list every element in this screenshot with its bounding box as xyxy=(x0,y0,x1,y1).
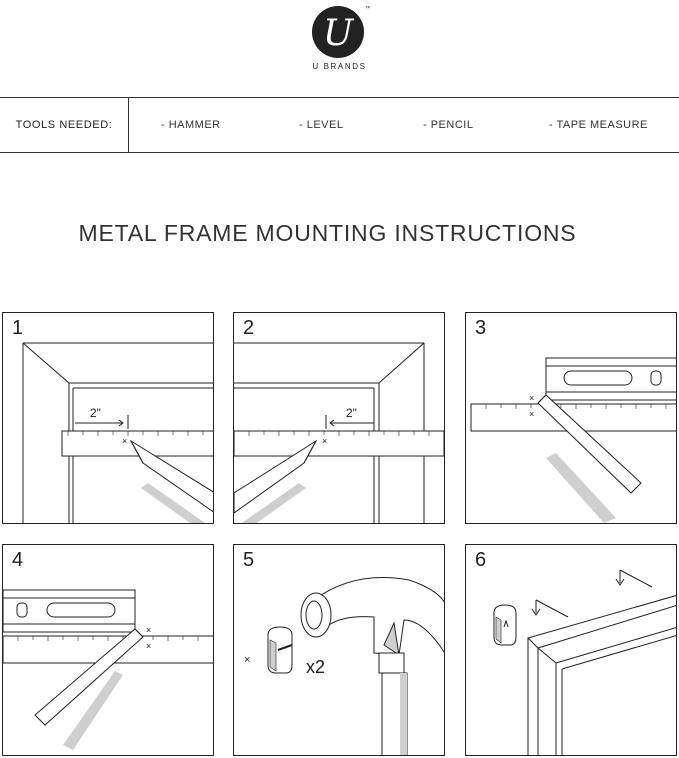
tool-hammer: - HAMMER xyxy=(161,119,221,131)
quantity-label: x2 xyxy=(306,657,325,677)
trademark-symbol: ™ xyxy=(365,5,370,12)
svg-text:×: × xyxy=(322,436,327,446)
step-6-illustration xyxy=(493,569,676,755)
step-4-illustration: × × xyxy=(3,589,213,750)
svg-text:×: × xyxy=(529,409,534,419)
step-1-panel: 1 2" × xyxy=(2,312,214,524)
step-5-illustration: × x2 xyxy=(244,577,444,755)
step-1-illustration: 2" × xyxy=(22,342,213,523)
hanger-bracket-icon xyxy=(493,604,517,646)
measure-label: 2" xyxy=(346,406,357,420)
arrow-down-icon xyxy=(531,599,569,618)
u-brands-logo: U ™ xyxy=(312,5,370,58)
step-5-panel: 5 × x2 xyxy=(233,544,445,756)
step-number: 3 xyxy=(475,317,487,339)
step-3-illustration: × × xyxy=(470,357,676,523)
tools-needed-label: TOOLS NEEDED: xyxy=(0,98,129,152)
brand-name: U BRANDS xyxy=(312,62,367,71)
measure-label: 2" xyxy=(90,406,101,420)
logo-letter: U xyxy=(323,13,355,54)
tool-tape-measure: - TAPE MEASURE xyxy=(549,119,648,131)
svg-text:×: × xyxy=(122,436,127,446)
tool-level: - LEVEL xyxy=(299,119,344,131)
step-number: 5 xyxy=(243,549,255,571)
hammer-icon xyxy=(300,577,444,755)
svg-text:×: × xyxy=(244,654,250,666)
svg-text:×: × xyxy=(146,641,151,651)
page-title: METAL FRAME MOUNTING INSTRUCTIONS xyxy=(78,220,577,246)
metal-frame xyxy=(527,595,676,755)
step-2-panel: 2 2" × xyxy=(233,312,445,524)
arrow-down-icon xyxy=(615,569,653,588)
step-6-panel: 6 xyxy=(465,544,677,756)
step-number: 1 xyxy=(12,317,24,339)
hanger-bracket-icon: × xyxy=(244,626,293,674)
svg-text:×: × xyxy=(529,393,534,403)
tools-needed-bar: TOOLS NEEDED: - HAMMER - LEVEL - PENCIL … xyxy=(0,97,679,153)
step-4-panel: 4 × × xyxy=(2,544,214,756)
step-number: 2 xyxy=(243,317,255,339)
step-2-illustration: 2" × xyxy=(234,342,444,523)
svg-text:×: × xyxy=(146,625,151,635)
tool-pencil: - PENCIL xyxy=(423,119,474,131)
step-3-panel: 3 × × xyxy=(465,312,677,524)
step-number: 6 xyxy=(475,549,487,571)
step-number: 4 xyxy=(12,549,24,571)
